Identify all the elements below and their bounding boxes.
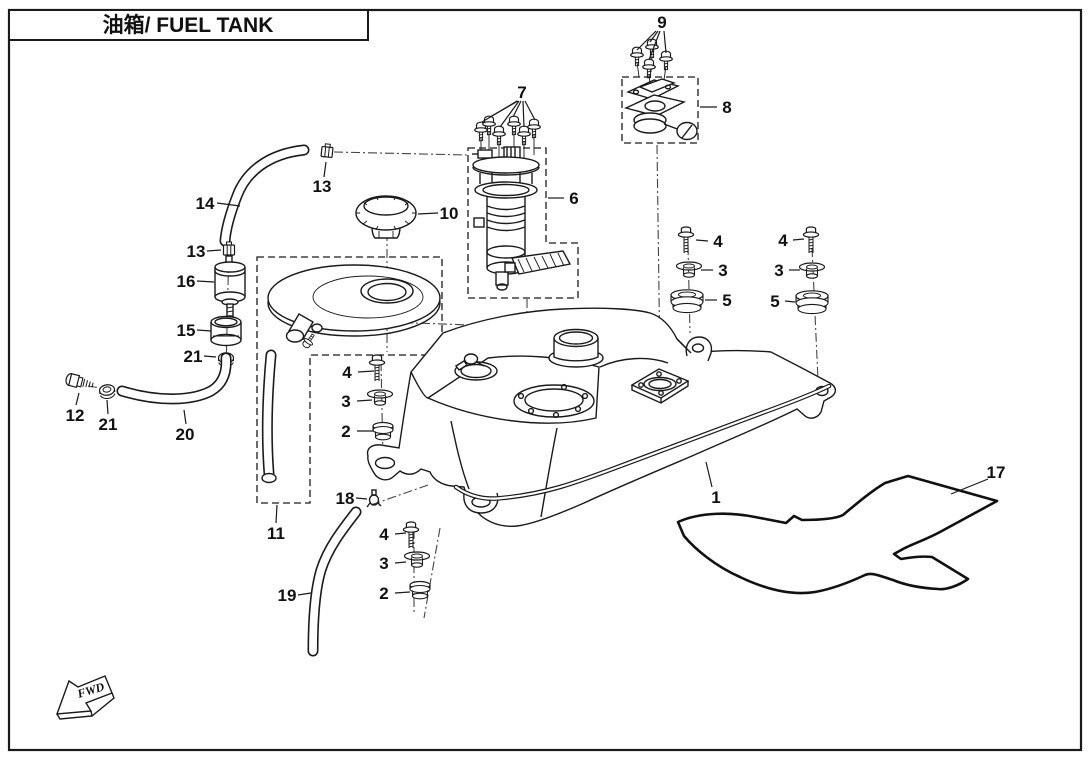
callout-leader-7-4 [522, 100, 525, 128]
callout-leader-4-bottom [394, 532, 407, 535]
callout-leader-4-right-1 [695, 239, 709, 242]
callout-3-mid: 3 [341, 392, 350, 411]
callout-leader-7-1 [489, 100, 519, 118]
title-box [8, 9, 369, 41]
fwd-arrow: FWD [55, 675, 115, 720]
callout-18: 18 [336, 489, 355, 508]
callout-6: 6 [569, 189, 578, 208]
callout-leader-19 [297, 592, 312, 596]
callout-4-right-1: 4 [713, 232, 723, 251]
heat-shield-mat [676, 474, 999, 595]
callout-5-right-1: 5 [722, 291, 731, 310]
callout-leader-3-bottom [394, 561, 407, 564]
callout-leader-14 [216, 202, 241, 207]
callout-leader-9 [636, 30, 657, 51]
level-sensor-assembly [623, 38, 698, 141]
callout-11: 11 [267, 524, 285, 543]
callout-21-lower: 21 [99, 415, 118, 434]
callout-leader-9-1 [649, 30, 659, 43]
callout-7: 7 [517, 83, 526, 102]
assembly-boxes [256, 76, 699, 504]
sensor-assembly-box [621, 76, 699, 144]
callout-3-right-2: 3 [774, 261, 783, 280]
callout-leader-21-upper [203, 355, 217, 358]
callout-leader-11 [275, 504, 278, 524]
fuel-cap [355, 195, 417, 239]
callout-leader-2-bottom [394, 591, 411, 594]
page-title: 油箱/ FUEL TANK [103, 13, 274, 37]
filler-neck-box [256, 256, 443, 504]
callout-16: 16 [177, 272, 196, 291]
callout-4-mid: 4 [342, 363, 352, 382]
callout-leader-13-left [206, 249, 222, 252]
vent-hose-group [219, 142, 334, 256]
callout-21-upper: 21 [184, 347, 203, 366]
callout-3-bottom: 3 [379, 554, 388, 573]
fuel-tank-body [366, 307, 837, 527]
callout-leader-17 [950, 478, 989, 495]
callout-10: 10 [440, 204, 459, 223]
filler-neck-assembly [261, 264, 441, 484]
hose-clip [366, 489, 382, 508]
callout-leader-7-2 [499, 100, 520, 128]
callout-4-bottom: 4 [379, 525, 389, 544]
callout-9: 9 [657, 13, 666, 32]
fuel-filter-chain [65, 255, 246, 405]
title-block: 油箱/ FUEL TANK [8, 9, 369, 41]
callout-1: 1 [711, 488, 720, 507]
callout-14: 14 [196, 194, 215, 213]
callout-leader-7-3 [512, 100, 522, 118]
callout-leader-7-5 [524, 100, 536, 121]
callout-leader-1 [705, 461, 713, 488]
callout-12: 12 [66, 406, 85, 425]
callout-leader-20 [183, 409, 187, 425]
pump-assembly-box [467, 147, 579, 299]
callout-2-mid: 2 [341, 422, 350, 441]
callout-3-right-1: 3 [718, 261, 727, 280]
callout-leader-4-mid [357, 370, 375, 373]
callout-leader-21-lower [106, 399, 109, 415]
callout-4-right-2: 4 [778, 231, 788, 250]
callout-leader-3-mid [356, 399, 373, 402]
fuel-pump-assembly [472, 131, 572, 291]
callout-5-right-2: 5 [770, 292, 779, 311]
callout-leader-4-right-2 [792, 238, 805, 241]
drain-plug [65, 372, 94, 389]
callout-leader-16 [196, 280, 215, 283]
callout-13-left: 13 [187, 242, 206, 261]
callout-20: 20 [176, 425, 195, 444]
callout-leader-5-right-2 [784, 300, 796, 303]
callout-2-bottom: 2 [379, 584, 388, 603]
callout-15: 15 [177, 321, 196, 340]
callout-leader-9-3 [663, 30, 667, 54]
callout-leader-18 [355, 497, 368, 500]
callout-8: 8 [722, 98, 731, 117]
callout-layer: 1234234435435678910111213131415161718192… [66, 13, 1006, 605]
callout-17: 17 [987, 463, 1006, 482]
callout-leader-15 [196, 329, 212, 332]
drain-hose-group [307, 489, 382, 657]
callout-19: 19 [278, 586, 297, 605]
callout-leader-9-2 [648, 30, 661, 61]
callout-leader-12 [75, 392, 80, 406]
callout-leader-13-top [323, 161, 327, 178]
callout-13-top: 13 [313, 177, 332, 196]
callout-leader-10 [417, 212, 439, 215]
